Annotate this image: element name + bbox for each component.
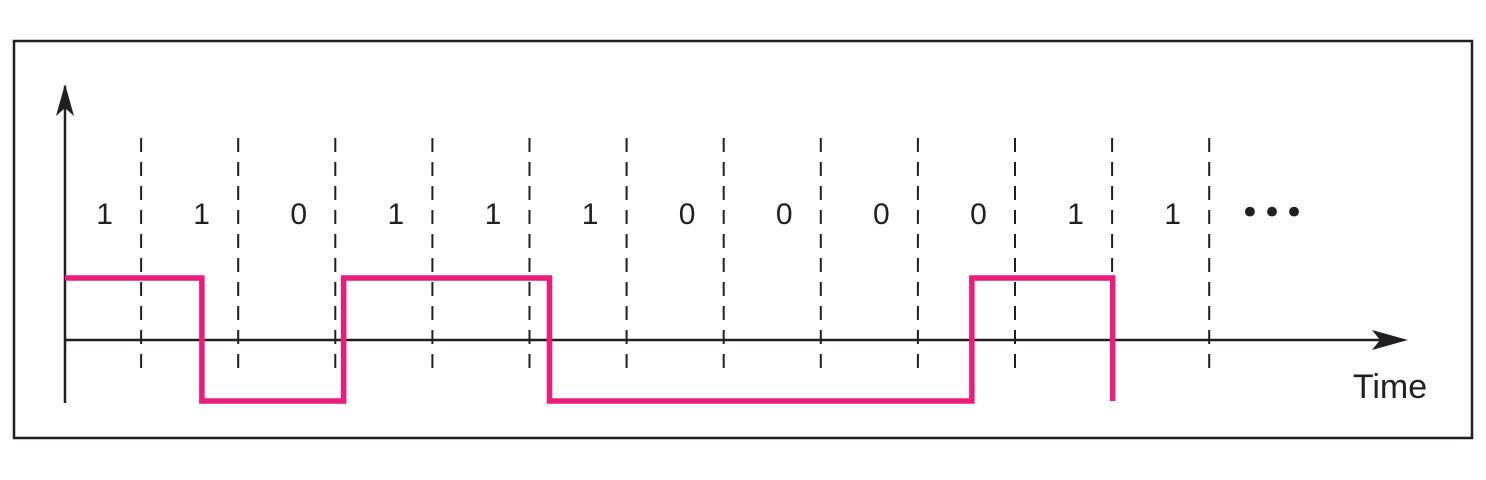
bit-label: 0 <box>970 198 987 231</box>
bit-label: 1 <box>485 198 502 231</box>
bit-label: 1 <box>193 198 210 231</box>
continuation-dots: ••• <box>1240 193 1306 233</box>
bit-labels: 1 1 0 1 1 1 0 0 0 0 1 1 <box>96 198 1181 231</box>
bit-label: 0 <box>873 198 890 231</box>
bit-dividers <box>140 138 1211 378</box>
bit-label: 1 <box>1067 198 1084 231</box>
diagram-frame <box>12 39 1474 440</box>
bit-label: 0 <box>776 198 793 231</box>
bit-label: 1 <box>1164 198 1181 231</box>
bit-label: 0 <box>679 198 696 231</box>
signal-waveform <box>65 275 1116 404</box>
bit-label: 1 <box>96 198 113 231</box>
y-axis-arrow-icon <box>56 84 74 116</box>
bit-label: 1 <box>388 198 405 231</box>
x-axis-arrow-icon <box>1372 330 1408 350</box>
bit-label: 0 <box>290 198 307 231</box>
x-axis-label: Time <box>1353 368 1427 406</box>
bit-label: 1 <box>582 198 599 231</box>
